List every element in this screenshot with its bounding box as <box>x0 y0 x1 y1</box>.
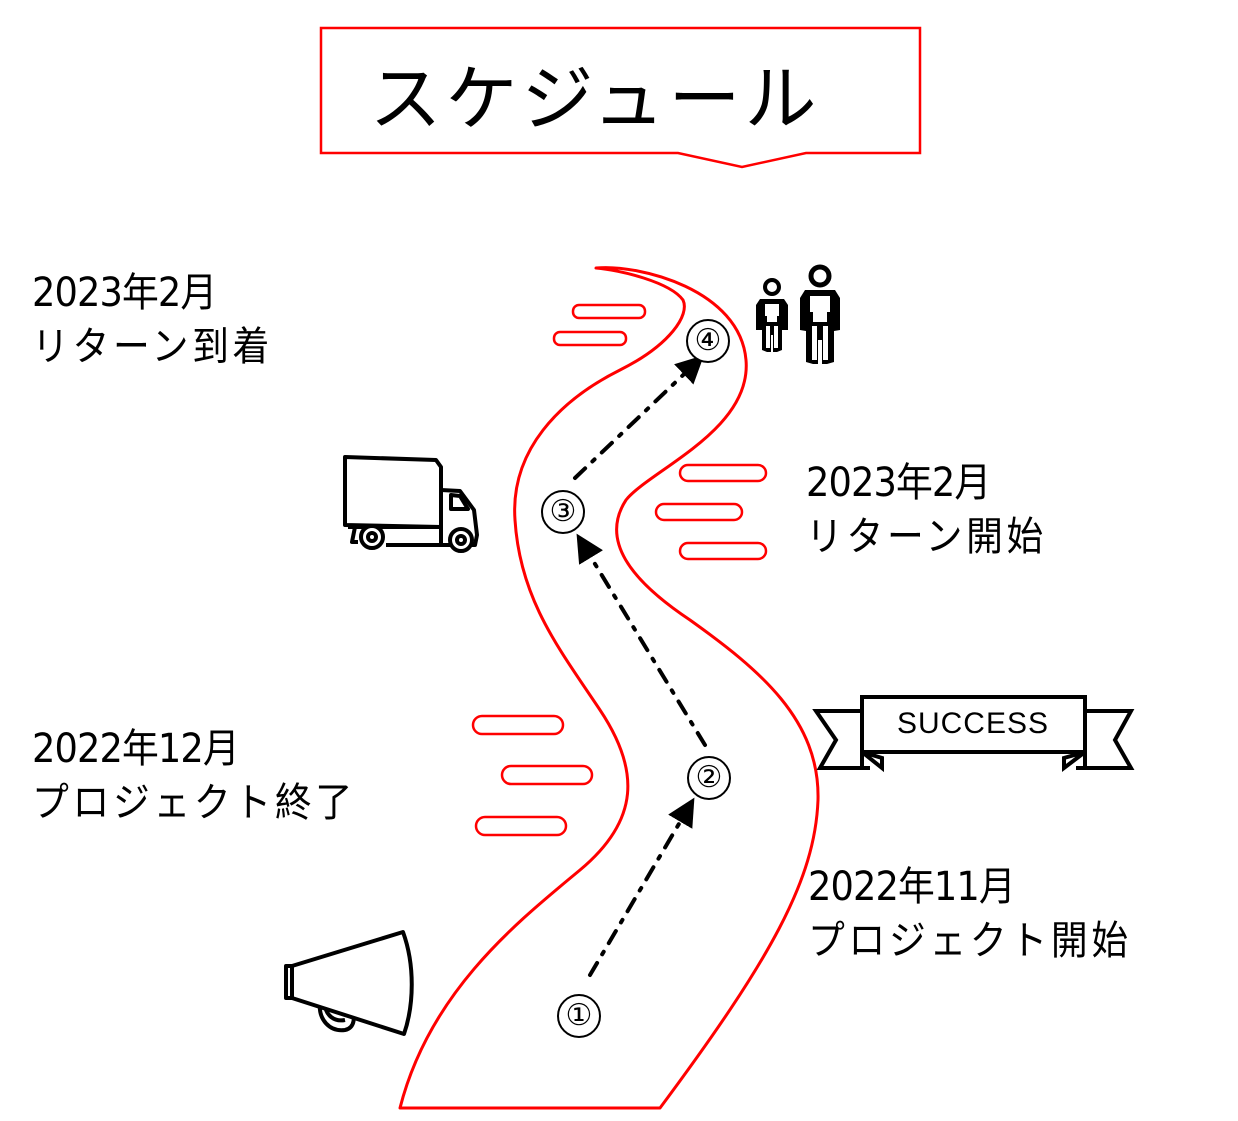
milestone-date: 2023年2月 <box>806 460 991 506</box>
people-icon <box>756 264 840 364</box>
page-title: スケジュール <box>369 56 821 141</box>
milestone-event: プロジェクト終了 <box>32 780 356 826</box>
milestone-date: 2022年12月 <box>32 726 240 772</box>
milestone-label-return-arrival: 2023年2月 リターン到着 <box>32 266 273 374</box>
milestone-event: リターン開始 <box>806 514 1048 560</box>
title-callout-box <box>319 26 922 169</box>
milestone-date: 2022年11月 <box>808 864 1016 910</box>
road <box>398 266 820 1110</box>
speed-lines-left <box>471 714 594 837</box>
megaphone-icon <box>284 930 414 1036</box>
milestone-event: プロジェクト開始 <box>808 918 1132 964</box>
step-marker-3: ③ <box>541 490 585 534</box>
milestone-label-project-end: 2022年12月 プロジェクト終了 <box>32 722 356 830</box>
milestone-label-return-start: 2023年2月 リターン開始 <box>806 456 1047 564</box>
milestone-date: 2023年2月 <box>32 270 217 316</box>
route-segment-3-4 <box>573 355 705 480</box>
milestone-event: リターン到着 <box>32 324 274 370</box>
success-banner-icon <box>812 695 1135 773</box>
step-marker-2: ② <box>687 756 731 800</box>
speed-lines-top <box>552 303 647 347</box>
success-banner-text: SUCCESS <box>896 707 1050 740</box>
route-segment-1-2 <box>588 797 695 977</box>
milestone-label-project-start: 2022年11月 プロジェクト開始 <box>808 860 1132 968</box>
truck-icon <box>343 455 479 553</box>
speed-lines-right <box>654 463 768 561</box>
step-marker-4: ④ <box>686 319 730 363</box>
step-marker-1: ① <box>557 994 601 1038</box>
route-segment-2-3 <box>576 533 707 747</box>
